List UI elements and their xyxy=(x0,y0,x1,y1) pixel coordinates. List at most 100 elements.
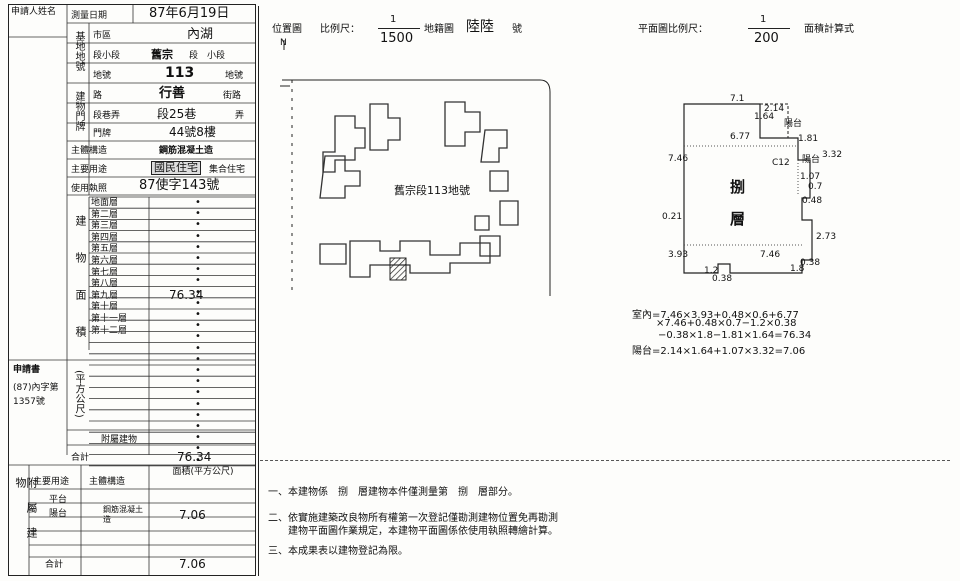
section-label: 段小段 xyxy=(93,51,121,61)
location-scale-den: 1500 xyxy=(380,31,414,46)
dim-right_balcony: 陽台 xyxy=(802,155,821,165)
floorplan-scale-num: 1 xyxy=(760,14,767,25)
dim-d038a: 0.38 xyxy=(712,274,733,284)
area-dot: • xyxy=(195,264,201,276)
section-value: 舊宗 xyxy=(151,48,173,61)
dim-d12: 1.2 xyxy=(704,266,719,276)
location-scale-label: 比例尺： xyxy=(320,24,360,35)
location-scale-bar xyxy=(378,28,420,29)
floor-name: 第六層 xyxy=(91,256,119,266)
floorplan-scale-den: 200 xyxy=(754,31,779,46)
dim-balcony_w: 2.14 xyxy=(764,104,785,114)
annex-total-label: 合計 xyxy=(45,560,64,570)
area-dot: • xyxy=(195,331,201,343)
target-building xyxy=(389,257,407,281)
dim-unit: C12 xyxy=(772,158,790,168)
area-dot: • xyxy=(195,432,201,444)
area-dot: • xyxy=(195,286,201,298)
dim-d07: 0.7 xyxy=(808,182,823,192)
location-title: 位置圖 xyxy=(272,24,302,35)
area-dot: • xyxy=(195,398,201,410)
dim-floor_word: 層 xyxy=(730,210,746,228)
area-dot: • xyxy=(195,241,201,253)
drawing-area: 位置圖 比例尺： 1 1500 地籍圖 陸陸 號 平面圖比例尺： 1 200 面… xyxy=(260,0,960,581)
dim-d048: 0.48 xyxy=(802,196,823,206)
city-label: 市區 xyxy=(93,31,112,41)
city-value: 內湖 xyxy=(187,27,214,42)
dim-d038b: 0.38 xyxy=(800,258,821,268)
building-number-label: 建物門牌 xyxy=(73,91,84,131)
area-dot: • xyxy=(195,197,201,208)
area-dot: • xyxy=(195,342,201,354)
dim-bottom_w: 7.46 xyxy=(760,250,781,260)
area-dot: • xyxy=(195,275,201,287)
road-label: 路 xyxy=(93,91,103,101)
road-suffix: 街路 xyxy=(223,91,242,101)
lane-label: 段巷弄 xyxy=(93,111,121,121)
annex-total-value: 7.06 xyxy=(179,557,206,571)
usage-suffix: 集合住宅 xyxy=(209,165,246,175)
number-value: 44號8樓 xyxy=(169,125,216,139)
area-formula-label: 面積計算式 xyxy=(804,24,854,35)
area-dot: • xyxy=(195,376,201,388)
area-dot: • xyxy=(195,387,201,399)
annex-structure-value: 鋼筋混凝土造 xyxy=(103,505,143,524)
dim-left_h: 7.46 xyxy=(668,154,689,164)
area-dot: • xyxy=(195,253,201,264)
note-line: 建物平面圖作業規定，本建物平面圖係依使用執照轉繪計算。 xyxy=(268,526,558,537)
annex-structure-label: 主體構造 xyxy=(89,477,126,487)
dim-balcony_h: 1.64 xyxy=(754,112,775,122)
dim-top: 7.1 xyxy=(730,94,745,104)
floor-name: 第十一層 xyxy=(91,314,128,324)
annex-label: 附屬建物 xyxy=(14,477,38,552)
lane-suffix: 弄 xyxy=(235,111,245,121)
application-label: 申請書 xyxy=(13,365,41,375)
unit-label: (平方公尺) xyxy=(73,370,84,418)
area-dot: • xyxy=(195,297,201,309)
area-dot: • xyxy=(195,409,201,421)
floor-name: 第十二層 xyxy=(91,325,128,336)
dim-d107: 1.07 xyxy=(800,172,821,182)
location-map xyxy=(280,40,551,296)
area-dot: • xyxy=(195,443,201,455)
area-dot: • xyxy=(195,309,201,320)
area-dot: • xyxy=(195,421,201,432)
dim-balcony_label: 陽台 xyxy=(784,119,803,129)
lane-value: 段25巷 xyxy=(157,107,197,121)
dim-d273: 2.73 xyxy=(816,232,837,242)
number-label: 門牌 xyxy=(93,129,112,139)
formula-line: −0.38×1.8−1.81×1.64=76.34 xyxy=(658,330,812,341)
form-grid-lines xyxy=(9,5,255,575)
floor-area-label: 建物面積 xyxy=(74,215,87,363)
floor-name: 地面層 xyxy=(91,198,119,208)
divider-line xyxy=(258,6,259,576)
cadastral-value: 陸陸 xyxy=(466,19,494,35)
floor-name: 第五層 xyxy=(91,244,119,255)
note-line: 一、本建物係 捌 層建物本件僅測量第 捌 層部分。 xyxy=(268,487,518,498)
floorplan-scale-bar xyxy=(748,28,790,29)
dim-right_h: 3.32 xyxy=(822,150,843,160)
applicant-label: 申請人姓名 xyxy=(11,7,57,17)
section-suffix: 段 小段 xyxy=(189,51,226,61)
floor-name: 第七層 xyxy=(91,267,119,278)
annex-area-value: 7.06 xyxy=(179,508,206,522)
dim-small_w: 1.81 xyxy=(798,134,819,144)
notes-separator xyxy=(260,460,950,461)
lot-label: 地號 xyxy=(93,71,112,81)
floor-name: 第四層 xyxy=(91,232,119,243)
floor-name: 第十層 xyxy=(91,302,119,313)
note-line: 二、依實施建築改良物所有權第一次登記僅勘測建物位置免再勘測 xyxy=(268,513,558,524)
cadastral-suffix: 號 xyxy=(512,24,522,35)
lot-value: 113 xyxy=(165,65,195,81)
annex-usage-label: 主要用途 xyxy=(33,477,70,487)
survey-date-label: 測量日期 xyxy=(71,11,108,21)
dim-inner_w: 6.77 xyxy=(730,132,751,142)
area-dot: • xyxy=(195,320,201,332)
location-scale-num: 1 xyxy=(390,14,397,25)
survey-date-value: 87年6月19日 xyxy=(149,6,230,21)
total-label: 合計 xyxy=(71,453,90,463)
formula-line: ×7.46+0.48×0.7−1.2×0.38 xyxy=(656,318,797,329)
base-lot-label: 基地地號 xyxy=(73,31,84,71)
dim-d18: 1.8 xyxy=(790,264,805,274)
